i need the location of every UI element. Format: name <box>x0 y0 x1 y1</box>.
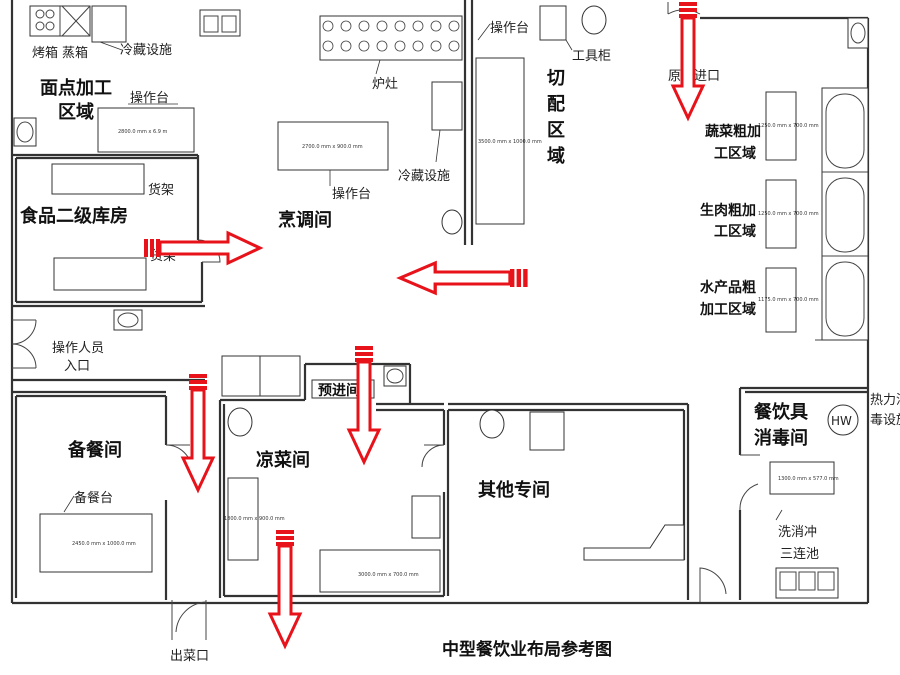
veg-zone-line2: 工区域 <box>714 145 756 162</box>
hw-label: HW <box>831 414 852 428</box>
arrow-cold-exit-down <box>268 528 302 648</box>
arrow-raw-entry-down <box>671 0 705 120</box>
cold-cabinet <box>411 495 441 539</box>
veg-zone-line1: 蔬菜粗加 <box>705 123 761 140</box>
cutting-worktable-dim: 3500.0 mm x 1000.0 mm <box>478 139 542 145</box>
meat-zone-line2: 工区域 <box>714 223 756 240</box>
cold-zone-label: 凉菜间 <box>256 449 310 471</box>
corridor-cabinet-2 <box>259 355 301 397</box>
arrow-serving-down <box>181 372 215 492</box>
seafood-table <box>765 267 797 333</box>
cooking-sink-icon <box>441 209 463 235</box>
other-cabinet <box>529 411 565 451</box>
sink3-line1: 洗消冲 <box>778 525 817 540</box>
cutting-zone-3: 区 <box>547 120 565 141</box>
cooking-fridge <box>431 81 463 131</box>
pastry-worktable-dim: 2800.0 mm x 6.9 m <box>118 129 168 135</box>
staff-entry-door-icon <box>11 319 37 369</box>
hw-unit-icon <box>827 404 859 436</box>
exit-door-icon <box>171 600 207 640</box>
staff-entry-line2: 入口 <box>64 359 90 374</box>
heat-disinfect-line1: 热力消 <box>870 393 900 408</box>
pastry-zone-line1: 面点加工 <box>40 77 112 99</box>
other-door-icon <box>699 567 727 602</box>
interior-walls <box>12 0 868 600</box>
cold-sink-icon <box>227 407 253 437</box>
sink3-line2: 三连池 <box>780 546 819 562</box>
serving-zone-label: 备餐间 <box>67 439 122 461</box>
disinfect-table <box>769 461 835 495</box>
stove-row <box>319 15 463 61</box>
oven-label: 烤箱 <box>32 45 58 61</box>
exit-label: 出菜口 <box>170 649 209 664</box>
cooking-worktable-dim: 2700.0 mm x 900.0 mm <box>302 144 363 150</box>
pastry-worktable-label: 操作台 <box>130 90 169 106</box>
corner-sink-icon <box>847 17 869 49</box>
stove-label: 炉灶 <box>372 77 398 92</box>
disinfect-door-icon <box>739 454 760 511</box>
cutting-zone-4: 域 <box>547 145 565 167</box>
tool-cabinet <box>539 5 567 41</box>
cooking-zone-label: 烹调间 <box>278 209 332 231</box>
tool-cabinet-label: 工具柜 <box>572 49 611 64</box>
other-counter <box>583 524 685 561</box>
hand-sink-icon <box>13 117 37 147</box>
seafood-zone-line1: 水产品粗 <box>700 279 756 296</box>
cold-door-icon <box>421 444 445 468</box>
storage-zone-label: 食品二级库房 <box>19 205 128 227</box>
cutting-zone-1: 切 <box>547 68 565 89</box>
cutting-sink-icon <box>581 5 607 35</box>
cutting-worktable <box>475 57 525 225</box>
cold-table-left-dim: 1800.0 mm x 900.0 mm <box>224 516 285 522</box>
cold-table-bottom-dim: 3000.0 mm x 700.0 mm <box>358 572 419 578</box>
meat-table <box>765 179 797 249</box>
disinfect-table-dim: 1300.0 mm x 577.0 mm <box>778 476 839 482</box>
arrow-cutting-to-cooking <box>398 261 530 295</box>
other-zone-label: 其他专间 <box>478 479 550 501</box>
cooking-fridge-label: 冷藏设施 <box>398 169 450 184</box>
serve-table-dim: 2450.0 mm x 1000.0 mm <box>72 541 136 547</box>
cutting-zone-2: 配 <box>547 94 565 115</box>
pastry-fridge-label: 冷藏设施 <box>120 43 172 58</box>
other-sink-icon <box>479 409 505 439</box>
cold-table-left <box>227 477 259 561</box>
pastry-zone-line2: 区域 <box>58 101 94 123</box>
triple-sink-icon <box>775 567 839 599</box>
cutting-worktable-label: 操作台 <box>490 20 529 36</box>
steamer-label: 蒸箱 <box>62 45 88 61</box>
serve-table-label: 备餐台 <box>74 490 113 506</box>
page-title: 中型餐饮业布局参考图 <box>442 639 612 660</box>
disinfect-zone-line1: 餐饮具 <box>753 401 808 423</box>
veg-table <box>765 91 797 161</box>
cooking-worktable <box>277 121 389 171</box>
cold-table-bottom <box>319 549 441 593</box>
seafood-table-dim: 1175.0 mm x 700.0 mm <box>758 297 819 303</box>
pastry-worktable <box>97 107 195 153</box>
shelf-top <box>51 163 145 195</box>
cooking-worktable-label: 操作台 <box>332 186 371 202</box>
meat-zone-line1: 生肉粗加 <box>700 202 756 219</box>
staff-entry-line1: 操作人员 <box>52 340 104 356</box>
shelf-top-label: 货架 <box>148 182 174 198</box>
pre-entry-label: 预进间 <box>318 382 360 399</box>
double-sink-icon <box>199 9 241 37</box>
oven-steamer <box>29 5 127 51</box>
shelf-bottom <box>53 257 147 291</box>
serve-table <box>39 513 153 573</box>
pre-entry-sink-icon <box>383 365 407 387</box>
corridor-sink-icon <box>113 309 143 331</box>
corridor-cabinet-1 <box>221 355 261 397</box>
heat-disinfect-line2: 毒设施 <box>870 413 900 428</box>
veg-table-dim: 1250.0 mm x 700.0 mm <box>758 123 819 129</box>
meat-table-dim: 1250.0 mm x 700.0 mm <box>758 211 819 217</box>
seafood-zone-line2: 加工区域 <box>699 301 756 318</box>
wash-tubs <box>821 87 869 341</box>
disinfect-zone-line2: 消毒间 <box>754 427 808 449</box>
